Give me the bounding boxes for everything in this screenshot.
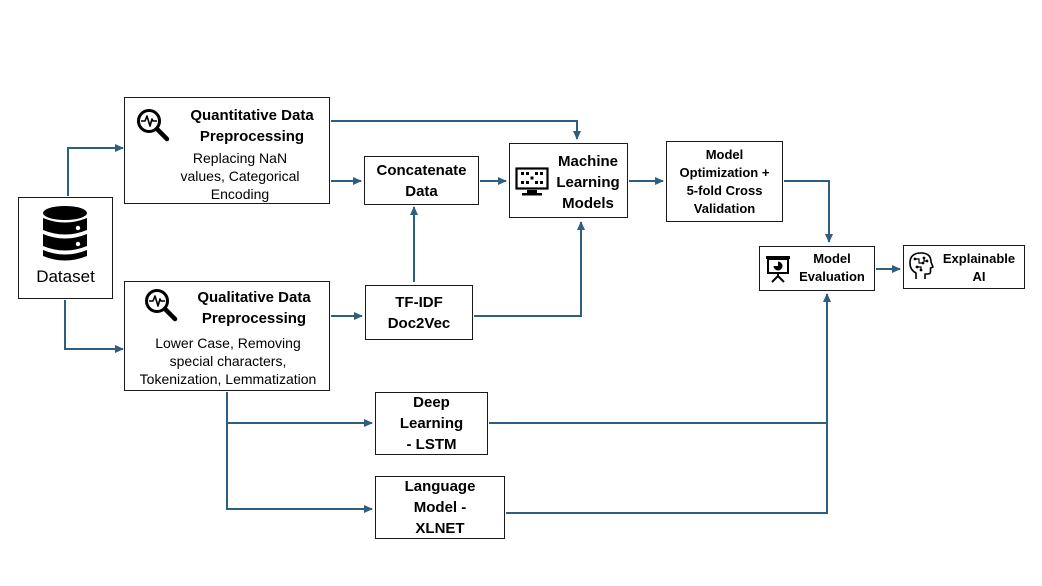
deep-learning-lstm-node: Deep Learning - LSTM: [375, 392, 488, 455]
deep-learning-line-1: Deep: [413, 394, 450, 411]
concatenate-data-node: Concatenate Data: [364, 156, 479, 205]
ml-models-line-1: Machine: [557, 153, 618, 170]
tfidf-line-1: TF-IDF: [395, 293, 443, 311]
computer-monitor-icon: [515, 167, 549, 196]
evaluation-line-1: Model: [813, 251, 851, 266]
quantitative-desc-line-1: Replacing NaN: [192, 150, 288, 166]
explainable-ai-node: Explainable AI: [903, 245, 1025, 289]
arrow-language-model-to-evaluation: [506, 293, 831, 514]
database-icon: [43, 206, 87, 261]
presentation-chart-icon: [766, 256, 790, 283]
magnifier-pulse-icon: [137, 109, 170, 142]
qualitative-preprocessing-node: Qualitative Data Preprocessing Lower Cas…: [124, 281, 330, 391]
arrow-qualitative-to-language-model: [226, 423, 373, 513]
evaluation-line-2: Evaluation: [799, 269, 865, 284]
quantitative-desc-line-3: Encoding: [210, 186, 270, 202]
qualitative-desc-line-3: Tokenization, Lemmatization: [139, 371, 317, 387]
language-model-line-3: XLNET: [415, 520, 465, 537]
ml-models-line-2: Learning: [556, 174, 620, 191]
quantitative-preprocessing-node: Quantitative Data Preprocessing Replacin…: [124, 97, 330, 204]
arrow-qualitative-to-deep-learning: [226, 392, 373, 427]
qualitative-desc-line-2: special characters,: [169, 353, 287, 369]
optimization-line-2: Optimization +: [679, 164, 770, 180]
model-evaluation-node: Model Evaluation: [759, 246, 875, 291]
dataset-label: Dataset: [36, 267, 95, 286]
tfidf-line-2: Doc2Vec: [387, 314, 451, 332]
optimization-line-3: 5-fold Cross: [686, 182, 763, 198]
language-model-xlnet-node: Language Model - XLNET: [375, 476, 505, 539]
concatenate-line-2: Data: [405, 182, 438, 200]
explainable-line-1: Explainable: [942, 251, 1016, 266]
qualitative-title-line-1: Qualitative Data: [197, 289, 311, 306]
arrow-quantitative-to-ml: [331, 120, 581, 140]
arrow-tfidf-to-ml: [474, 221, 585, 317]
optimization-line-4: Validation: [693, 200, 756, 216]
quantitative-title-line-2: Preprocessing: [199, 128, 305, 145]
quantitative-desc-line-2: values, Categorical: [180, 168, 300, 184]
model-optimization-node: Model Optimization + 5-fold Cross Valida…: [666, 141, 783, 222]
ml-models-line-3: Models: [562, 195, 614, 212]
arrow-optimization-to-evaluation: [784, 180, 833, 243]
optimization-line-1: Model: [705, 146, 744, 162]
deep-learning-line-3: - LSTM: [406, 436, 457, 453]
deep-learning-line-2: Learning: [399, 415, 464, 432]
explainable-line-2: AI: [972, 269, 986, 284]
qualitative-desc-line-1: Lower Case, Removing: [155, 335, 301, 351]
quantitative-title-line-1: Quantitative Data: [190, 107, 314, 124]
magnifier-pulse-icon: [145, 289, 178, 322]
ai-head-icon: [909, 252, 934, 279]
machine-learning-models-node: Machine Learning Models: [509, 143, 628, 218]
arrow-dataset-to-qualitative: [64, 300, 124, 353]
arrow-dataset-to-quantitative: [67, 144, 124, 196]
tfidf-doc2vec-node: TF-IDF Doc2Vec: [365, 285, 473, 340]
dataset-node: Dataset: [18, 197, 113, 299]
language-model-line-1: Language: [404, 478, 476, 495]
qualitative-title-line-2: Preprocessing: [201, 310, 307, 327]
language-model-line-2: Model -: [413, 499, 467, 516]
concatenate-line-1: Concatenate: [376, 161, 467, 179]
